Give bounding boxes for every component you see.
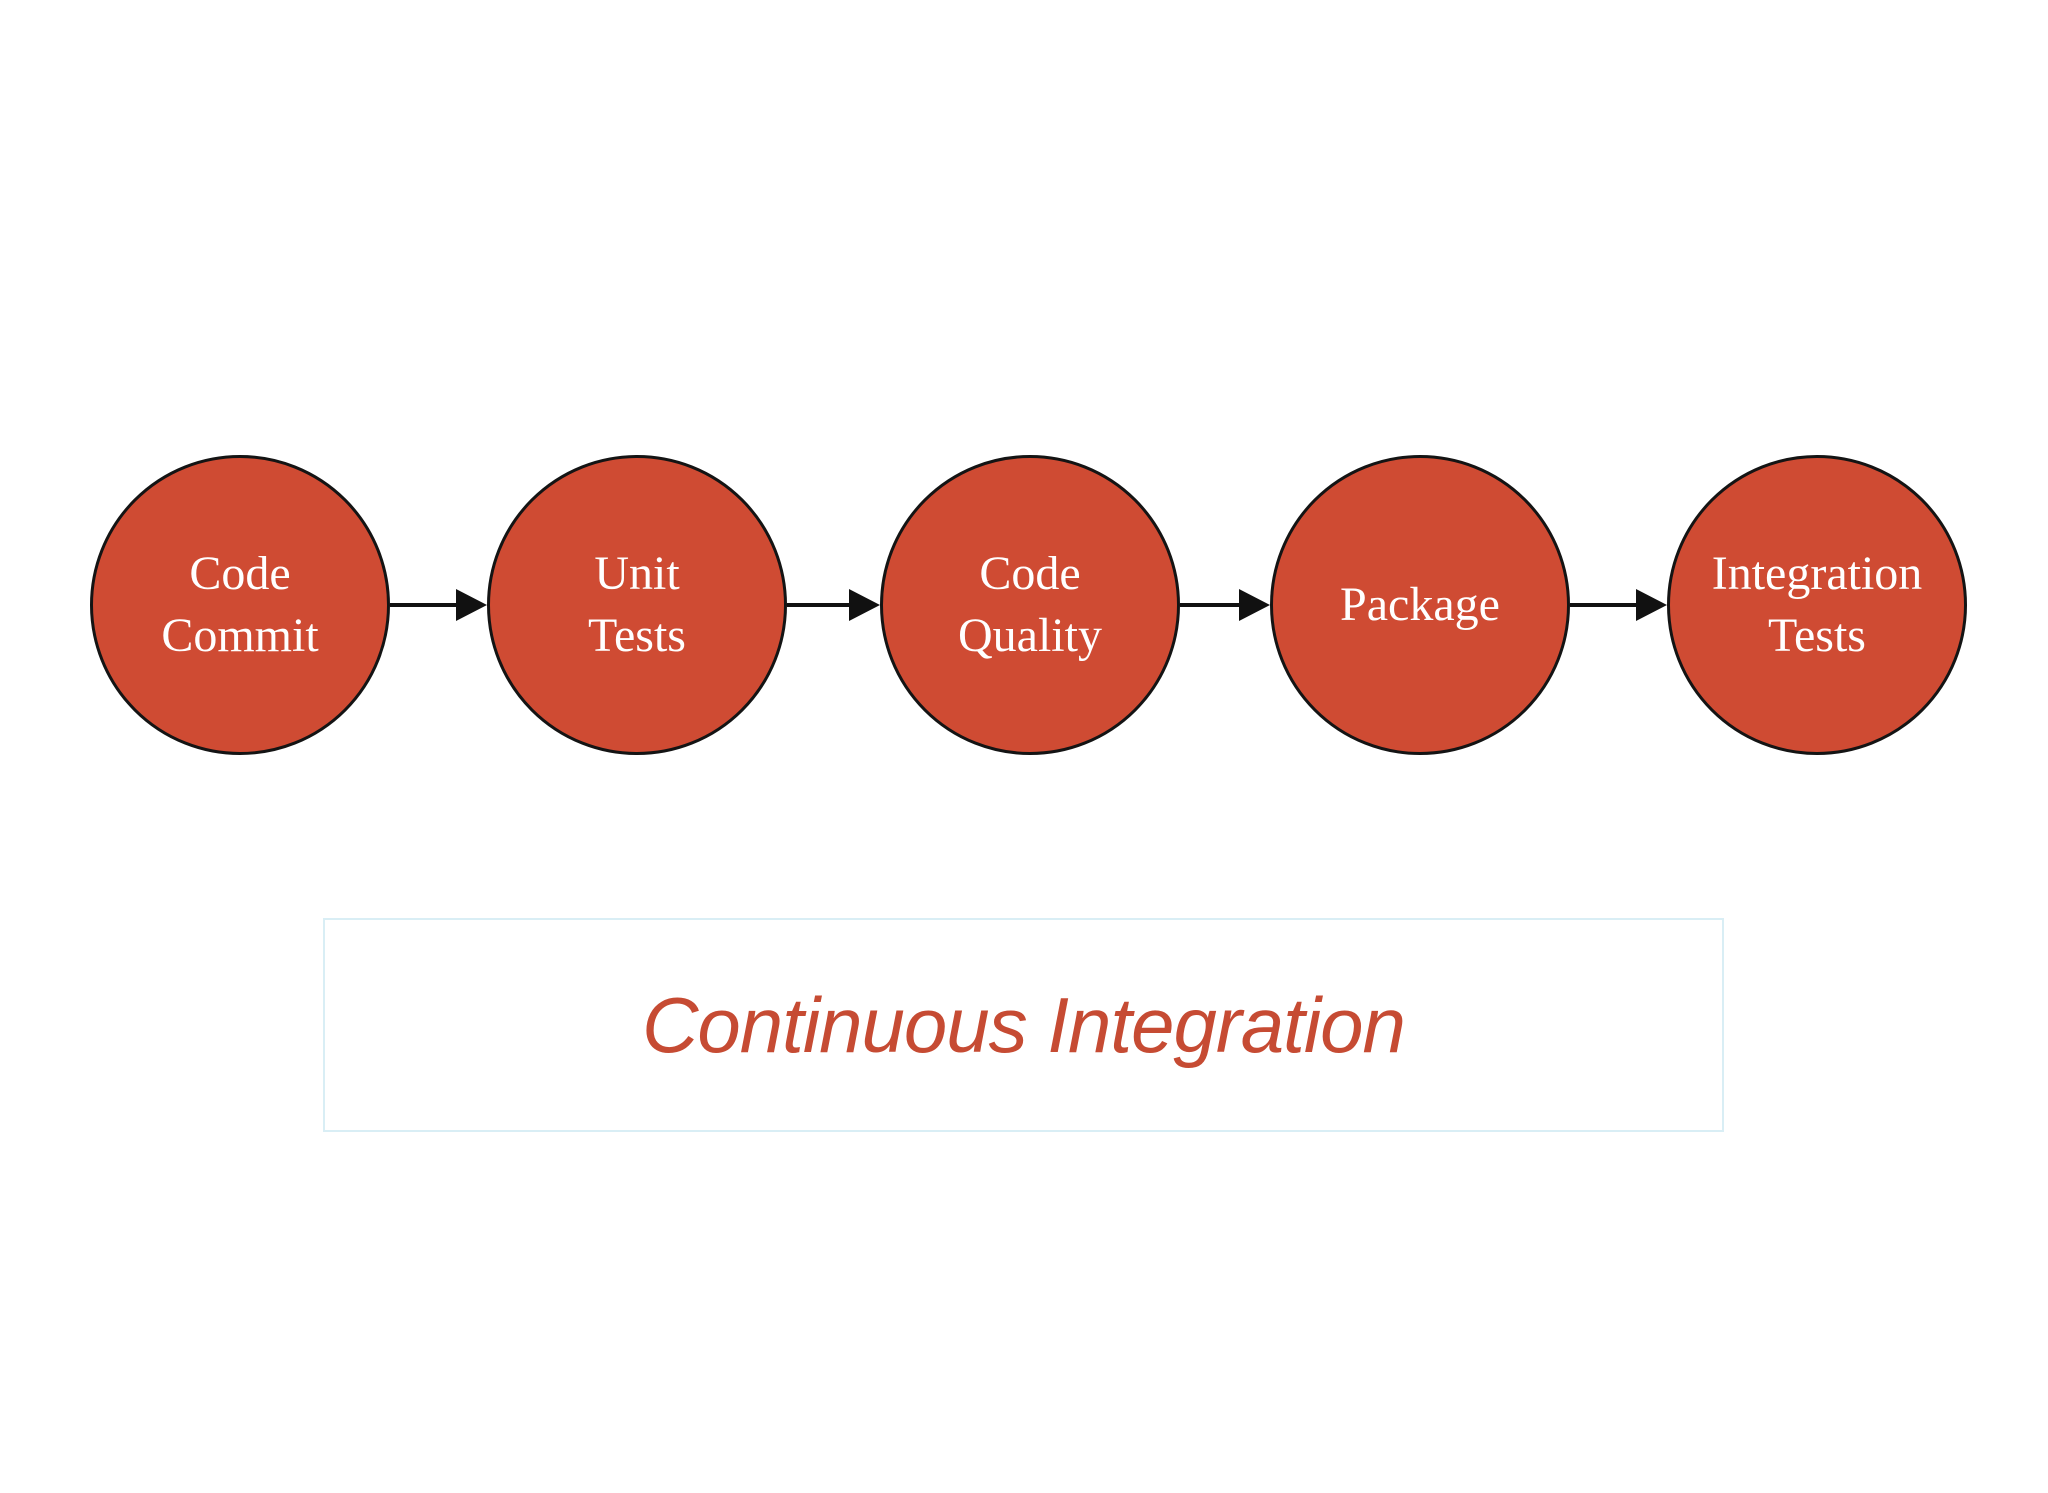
stage-label-line: Code xyxy=(979,546,1081,600)
stage-label-line: Unit xyxy=(594,546,680,600)
stage-label-line: Package xyxy=(1340,577,1500,631)
stage-label-line: Quality xyxy=(958,609,1102,662)
arrow-shaft xyxy=(1570,603,1641,607)
flow-arrow-1 xyxy=(390,587,487,623)
stage-node-package: Package xyxy=(1270,455,1570,755)
arrow-head-icon xyxy=(456,589,487,621)
stage-label-line: Commit xyxy=(161,609,319,662)
stage-node-code-quality: Code Quality xyxy=(880,455,1180,755)
arrow-head-icon xyxy=(849,589,880,621)
pipeline-title: Continuous Integration xyxy=(642,980,1406,1069)
arrow-shaft xyxy=(1180,603,1244,607)
stage-label-line: Tests xyxy=(588,609,686,662)
arrow-shaft xyxy=(787,603,854,607)
stage-node-integration-tests: Integration Tests xyxy=(1667,455,1967,755)
stage-label-line: Integration xyxy=(1711,546,1923,600)
pipeline-label-box: Continuous Integration xyxy=(323,918,1724,1132)
arrow-head-icon xyxy=(1636,589,1667,621)
stage-node-code-commit: Code Commit xyxy=(90,455,390,755)
flow-arrow-2 xyxy=(787,587,880,623)
stage-node-unit-tests: Unit Tests xyxy=(487,455,787,755)
arrow-head-icon xyxy=(1239,589,1270,621)
arrow-shaft xyxy=(390,603,461,607)
stage-label-line: Tests xyxy=(1768,609,1866,662)
stage-label-line: Code xyxy=(189,546,291,600)
flow-arrow-3 xyxy=(1180,587,1270,623)
flow-arrow-4 xyxy=(1570,587,1667,623)
